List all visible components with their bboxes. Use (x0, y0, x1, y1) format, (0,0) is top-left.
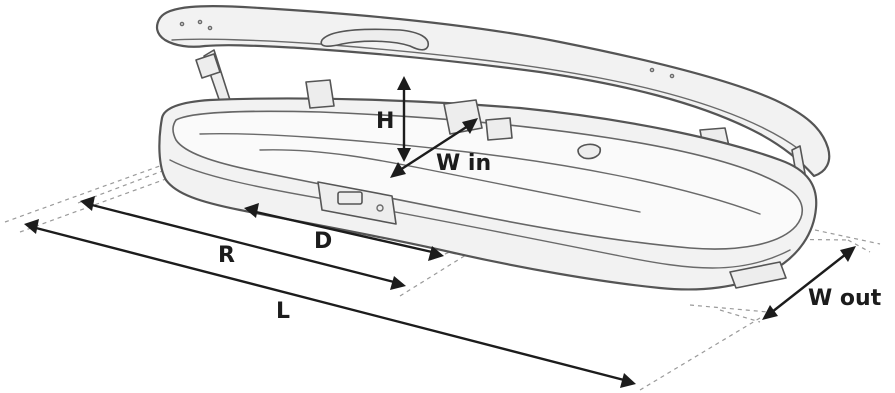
inner-clamp-left (305, 79, 335, 109)
base-floor (199, 133, 761, 215)
lid-rivet (649, 67, 655, 73)
D-arrow-head-start (244, 203, 259, 218)
left-hinge-plate (195, 53, 221, 79)
front-lock-button (376, 204, 384, 212)
label-R: R (218, 243, 235, 268)
front-bumper-vent (729, 261, 787, 289)
base-lower-edge (169, 159, 791, 269)
dimension-labels: H W in D R L W out (218, 109, 882, 324)
label-H: H (376, 109, 394, 134)
lid-rivet (669, 73, 675, 79)
D-arrow-line (255, 210, 433, 254)
W-in-arrow-head-start (390, 162, 406, 178)
W-out-arrow-head-start (762, 305, 778, 320)
R-arrow-line (91, 203, 395, 284)
label-L: L (276, 299, 290, 324)
R-arrow-head-end (390, 276, 406, 290)
H-arrow-head-bottom (397, 148, 411, 162)
lid-inner-edge (171, 38, 801, 151)
front-lock-key (337, 191, 363, 205)
roof-box-illustration (155, 5, 831, 291)
lid-rivet (197, 19, 203, 25)
dimension-arrows (24, 76, 856, 388)
W-in-arrow-line (399, 124, 469, 172)
lid-handle (320, 28, 429, 51)
base-rim (172, 110, 803, 250)
L-arrow-line (35, 226, 625, 382)
base-floor-ridge (259, 149, 641, 213)
lid-rivet (179, 21, 185, 27)
lid-rivet (207, 25, 213, 31)
W-out-arrow-head-end (840, 246, 856, 262)
L-arrow-head-start (24, 219, 39, 234)
D-arrow-head-end (428, 246, 444, 261)
inner-knob (577, 143, 602, 160)
label-W-in: W in (436, 151, 491, 176)
label-W-out: W out (808, 286, 882, 311)
inner-clamp-mid (485, 117, 513, 141)
label-D: D (314, 229, 332, 254)
W-out-arrow-line (771, 253, 847, 313)
L-arrow-head-end (620, 373, 636, 388)
W-in-arrow-head-end (462, 118, 478, 134)
H-arrow-head-top (397, 76, 411, 90)
R-arrow-head-start (80, 196, 95, 211)
